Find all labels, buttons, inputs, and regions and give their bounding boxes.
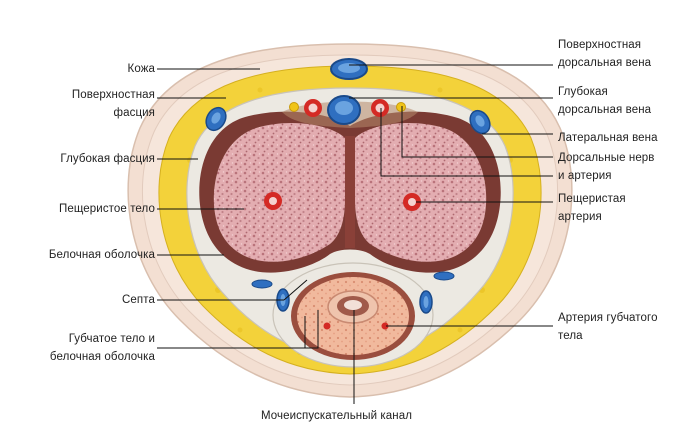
label-lateral-vein: Латеральная вена — [558, 132, 658, 144]
label-tunica-albuginea: Белочная оболочка — [48, 249, 155, 261]
spongiosum-artery-left — [323, 322, 331, 330]
spongiosum-vein-right — [419, 290, 433, 314]
leader-lines — [157, 64, 553, 404]
label-deep-fascia: Глубокая фасция — [60, 153, 155, 165]
dorsal-nerve-right — [396, 102, 406, 112]
corpus-cavernosum-left — [213, 123, 345, 262]
small-vein-bottom-left — [251, 279, 273, 289]
label-spongiosum-artery: Артерия губчатого тела — [558, 312, 658, 342]
label-spongiosum-and-tunica: Губчатое тело и белочная оболочка — [49, 333, 155, 363]
label-urethra: Мочеиспускательный канал — [261, 410, 413, 422]
lateral-vein-right — [469, 109, 491, 135]
label-superficial-dorsal-vein: Поверхностная дорсальная вена — [558, 39, 652, 69]
label-dorsal-nerve-artery: Дорсальные нерв и артерия — [558, 152, 655, 182]
dorsal-artery-right — [371, 99, 389, 117]
lateral-vein-left — [205, 106, 227, 132]
spongiosum-artery-right — [381, 322, 389, 330]
small-vein-bottom-right — [433, 271, 455, 281]
label-septum: Септа — [122, 294, 155, 306]
dorsal-artery-left — [304, 99, 322, 117]
cavernous-artery-left — [264, 192, 282, 210]
septum — [345, 136, 355, 248]
corpus-cavernosum-right — [355, 123, 487, 262]
label-cavernous-artery: Пещеристая артерия — [558, 193, 626, 223]
label-skin: Кожа — [127, 63, 155, 75]
urethra — [327, 290, 379, 324]
cavernous-artery-right — [403, 193, 421, 211]
label-deep-dorsal-vein: Глубокая дорсальная вена — [558, 86, 652, 116]
deep-dorsal-vein — [327, 95, 361, 125]
label-corpus-cavernosum: Пещеристое тело — [59, 203, 155, 215]
superficial-dorsal-vein — [330, 58, 368, 80]
label-superficial-fascia: Поверхностная фасция — [71, 89, 155, 119]
dorsal-nerve-left — [289, 102, 299, 112]
